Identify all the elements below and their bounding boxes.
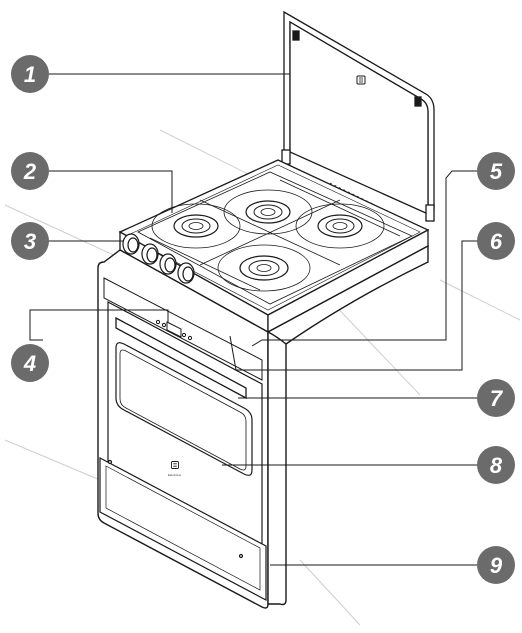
control-panel: [103, 277, 263, 381]
callout-3: 3: [11, 222, 49, 260]
callout-4: 4: [11, 344, 49, 382]
lid-logo-icon: [356, 75, 366, 85]
callout-2: 2: [11, 152, 49, 190]
callout-5: 5: [477, 152, 515, 190]
svg-text:9: 9: [490, 553, 503, 578]
leader-6: [229, 240, 478, 371]
leader-lines: [29, 73, 478, 566]
knob-2: [141, 243, 159, 265]
door-brand-text: Electrolux: [168, 473, 182, 477]
callout-1: 1: [11, 55, 49, 93]
bottom-drawer: [99, 457, 267, 601]
svg-text:2: 2: [23, 159, 37, 184]
knob-1: [122, 233, 140, 255]
svg-text:6: 6: [490, 229, 503, 254]
burner-rear: [223, 189, 313, 235]
leader-5: [251, 170, 478, 347]
svg-text:7: 7: [490, 386, 504, 411]
svg-text:3: 3: [24, 229, 36, 254]
leader-2: [48, 170, 173, 213]
door-logo-icon: [171, 461, 179, 469]
svg-text:5: 5: [490, 159, 503, 184]
knob-3: [159, 253, 177, 275]
callout-7: 7: [477, 379, 515, 417]
svg-text:4: 4: [23, 351, 36, 376]
burner-front: [217, 244, 311, 292]
knob-4: [177, 262, 195, 284]
leader-4: [29, 309, 169, 341]
callout-6: 6: [477, 222, 515, 260]
burner-left: [151, 203, 241, 249]
timer-display: [155, 319, 193, 341]
callout-8: 8: [477, 446, 515, 484]
svg-text:8: 8: [490, 453, 503, 478]
svg-text:1: 1: [24, 62, 36, 87]
burner-right: [295, 203, 385, 249]
callout-9: 9: [477, 546, 515, 584]
burners: [151, 189, 385, 292]
grates: [137, 171, 413, 305]
callouts: 1 2 3 4 5 6 7 8: [11, 55, 515, 584]
